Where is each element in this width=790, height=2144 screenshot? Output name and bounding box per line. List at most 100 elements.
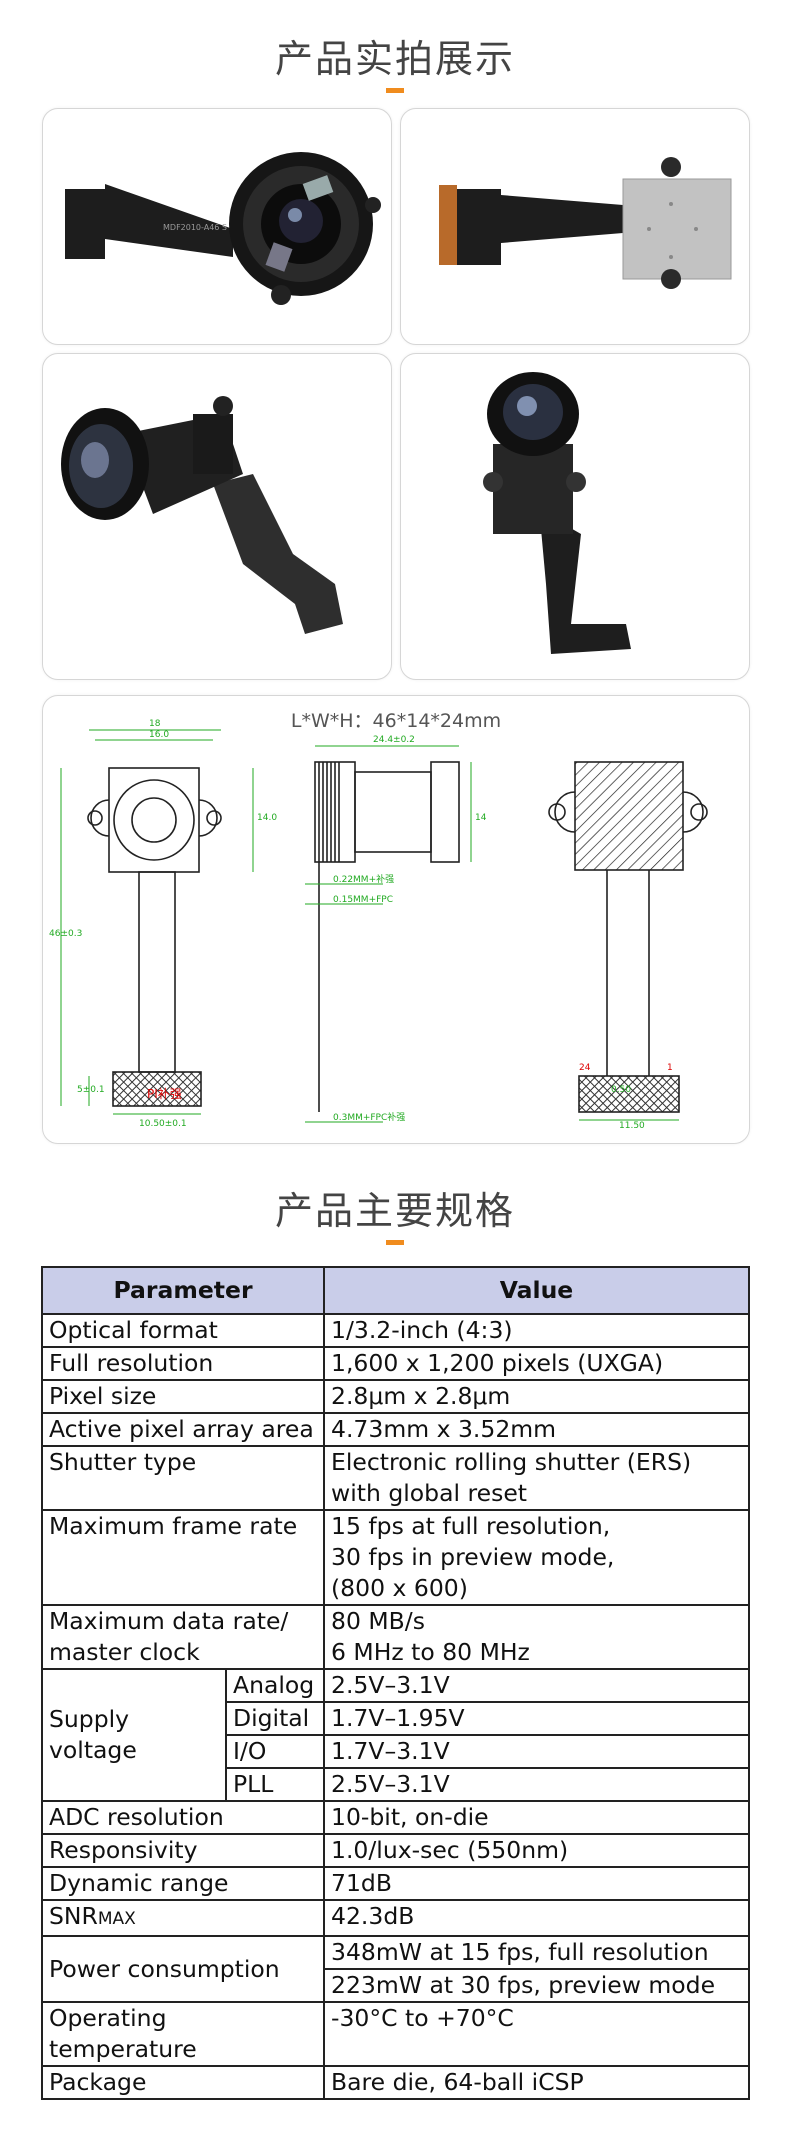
section-title-specs: 产品主要规格 <box>274 1189 515 1233</box>
product-photo-side-view <box>42 353 392 680</box>
dim-46: 46±0.3 <box>49 929 82 939</box>
param-value: -30°C to +70°C <box>323 2001 750 2067</box>
spec-table: Parameter Value Optical format 1/3.2-inc… <box>41 1266 750 2100</box>
table-row: ADC resolution 10-bit, on-die <box>41 1800 750 1835</box>
param-value: 1.7V–3.1V <box>323 1734 750 1769</box>
param-label: Shutter type <box>41 1445 325 1511</box>
param-label: Maximum data rate/ master clock <box>41 1604 325 1670</box>
param-value: 10-bit, on-die <box>323 1800 750 1835</box>
param-label: SNRMAX <box>41 1899 325 1937</box>
dimension-drawing: L*W*H：46*14*24mm <box>42 695 750 1144</box>
dim-fpc: 0.15MM+FPC <box>333 895 393 905</box>
dim-11-50: 11.50 <box>619 1121 645 1131</box>
dimension-label: L*W*H：46*14*24mm <box>290 710 502 732</box>
param-label: Dynamic range <box>41 1866 325 1901</box>
module-print-label: MDF2010-A46 S <box>163 223 227 232</box>
dim-16: 16.0 <box>149 730 169 740</box>
param-value: 42.3dB <box>323 1899 750 1937</box>
param-label: Full resolution <box>41 1346 325 1381</box>
snr-label-sub: MAX <box>97 1909 136 1929</box>
param-value: 4.73mm x 3.52mm <box>323 1412 750 1447</box>
param-value: 1,600 x 1,200 pixels (UXGA) <box>323 1346 750 1381</box>
pin-24: 24 <box>579 1063 591 1073</box>
param-label: Optical format <box>41 1313 325 1348</box>
sub-param-label: I/O <box>225 1734 325 1769</box>
product-photo-back-view <box>400 108 750 345</box>
param-label: Power consumption <box>41 1935 325 2003</box>
table-row: Dynamic range 71dB <box>41 1866 750 1901</box>
param-value: 15 fps at full resolution, 30 fps in pre… <box>323 1509 750 1606</box>
title-accent-bar-2 <box>386 1240 404 1245</box>
param-value: Electronic rolling shutter (ERS) with gl… <box>323 1445 750 1511</box>
value-line: 80 MB/s <box>331 1607 425 1635</box>
table-row: Package Bare die, 64-ball iCSP <box>41 2065 750 2100</box>
dim-14-side: 14 <box>475 813 487 823</box>
param-value: 2.5V–3.1V <box>323 1668 750 1703</box>
param-value: 348mW at 15 fps, full resolution <box>323 1935 750 1970</box>
param-value: 80 MB/s 6 MHz to 80 MHz <box>323 1604 750 1670</box>
param-value: 2.5V–3.1V <box>323 1767 750 1802</box>
param-label: Maximum frame rate <box>41 1509 325 1606</box>
value-line: 15 fps at full resolution, <box>331 1512 611 1540</box>
param-label: Pixel size <box>41 1379 325 1414</box>
table-row: Full resolution 1,600 x 1,200 pixels (UX… <box>41 1346 750 1381</box>
table-row: Shutter type Electronic rolling shutter … <box>41 1445 750 1511</box>
dim-fpc-pi: 0.3MM+FPC补强 <box>333 1111 405 1123</box>
param-value: 1.0/lux-sec (550nm) <box>323 1833 750 1868</box>
value-line: 30 fps in preview mode, <box>331 1543 615 1571</box>
param-label: Supply voltage <box>41 1668 227 1802</box>
sub-param-label: Digital <box>225 1701 325 1736</box>
value-line: (800 x 600) <box>331 1574 468 1602</box>
table-row: Maximum data rate/ master clock 80 MB/s … <box>41 1604 750 1670</box>
dim-0-50: 0.50 <box>611 1085 631 1095</box>
table-row: Digital 1.7V–1.95V <box>42 1701 750 1736</box>
pin-1: 1 <box>667 1063 673 1073</box>
dim-fpc-stiffener: 0.22MM+补强 <box>333 873 394 885</box>
table-row: Optical format 1/3.2-inch (4:3) <box>41 1313 750 1348</box>
param-value: 2.8μm x 2.8μm <box>323 1379 750 1414</box>
section-title-photos: 产品实拍展示 <box>274 37 515 81</box>
table-row: Active pixel array area 4.73mm x 3.52mm <box>41 1412 750 1447</box>
param-label: ADC resolution <box>41 1800 325 1835</box>
table-row: Maximum frame rate 15 fps at full resolu… <box>41 1509 750 1606</box>
table-row: I/O 1.7V–3.1V <box>42 1734 750 1769</box>
table-row: Pixel size 2.8μm x 2.8μm <box>41 1379 750 1414</box>
table-row: Supply voltage Analog 2.5V–3.1V <box>41 1668 750 1802</box>
sub-param-label: Analog <box>225 1668 325 1703</box>
param-value: 1/3.2-inch (4:3) <box>323 1313 750 1348</box>
dim-5: 5±0.1 <box>77 1085 105 1095</box>
label-line: Maximum data rate/ <box>49 1607 289 1635</box>
param-label: Active pixel array area <box>41 1412 325 1447</box>
snr-label-main: SNR <box>49 1902 98 1930</box>
label-line: master clock <box>49 1638 200 1666</box>
table-row: Operating temperature -30°C to +70°C <box>41 2001 750 2067</box>
param-label: Responsivity <box>41 1833 325 1868</box>
param-value: 223mW at 30 fps, preview mode <box>323 1968 750 2003</box>
value-line: with global reset <box>331 1479 527 1507</box>
sub-param-label: PLL <box>225 1767 325 1802</box>
header-value: Value <box>323 1266 750 1315</box>
product-photo-top-view: MDF2010-A46 S <box>42 108 392 345</box>
table-row: Power consumption 348mW at 15 fps, full … <box>41 1935 750 2003</box>
param-value: Bare die, 64-ball iCSP <box>323 2065 750 2100</box>
table-row: 223mW at 30 fps, preview mode <box>42 1968 750 2003</box>
param-value: 1.7V–1.95V <box>323 1701 750 1736</box>
table-header-row: Parameter Value <box>41 1266 750 1315</box>
header-parameter: Parameter <box>41 1266 325 1315</box>
table-row: Responsivity 1.0/lux-sec (550nm) <box>41 1833 750 1868</box>
reinforcement-label: PI补强 <box>147 1087 182 1101</box>
param-label: Package <box>41 2065 325 2100</box>
value-line: 6 MHz to 80 MHz <box>331 1638 530 1666</box>
param-label: Operating temperature <box>41 2001 325 2067</box>
dim-10-5: 10.50±0.1 <box>139 1119 187 1129</box>
table-row: PLL 2.5V–3.1V <box>42 1767 750 1802</box>
dim-18: 18 <box>149 719 161 729</box>
param-value: 71dB <box>323 1866 750 1901</box>
table-row: SNRMAX 42.3dB <box>41 1899 750 1937</box>
title-accent-bar <box>386 88 404 93</box>
value-line: Electronic rolling shutter (ERS) <box>331 1448 692 1476</box>
product-photo-front-view <box>400 353 750 680</box>
dim-14-front: 14.0 <box>257 813 277 823</box>
dim-24-4: 24.4±0.2 <box>373 735 415 745</box>
